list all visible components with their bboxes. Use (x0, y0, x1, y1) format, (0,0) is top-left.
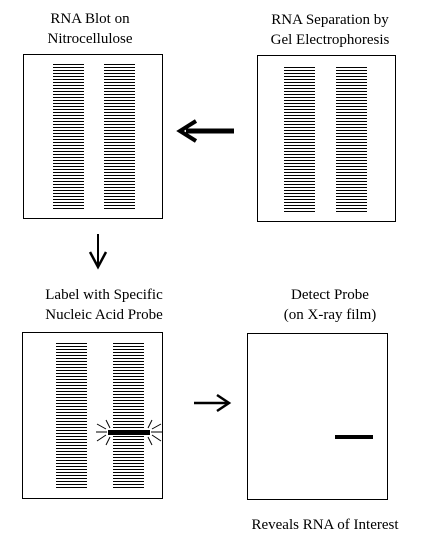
label-reveals-rna: Reveals RNA of Interest (225, 515, 425, 535)
label-detect-probe: Detect Probe (on X-ray film) (255, 285, 405, 325)
label-rna-separation-line2: Gel Electrophoresis (270, 32, 390, 48)
label-rna-blot-line1: RNA Blot on (50, 11, 130, 27)
label-specific-probe-line2: Nucleic Acid Probe (45, 307, 163, 323)
panel-xray-film (247, 333, 388, 500)
probe-glow-icon (96, 419, 162, 446)
label-detect-probe-line2: (on X-ray film) (283, 307, 377, 323)
probe-lane-1 (56, 343, 87, 489)
gel-lane-2 (336, 67, 367, 212)
label-rna-separation-line1: RNA Separation by (271, 12, 389, 28)
blot-lane-1 (53, 64, 84, 210)
probe-lane-2 (113, 343, 144, 489)
detected-band (335, 435, 373, 439)
label-rna-separation: RNA Separation by Gel Electrophoresis (245, 10, 415, 50)
label-specific-probe: Label with Specific Nucleic Acid Probe (18, 285, 190, 325)
panel-rna-blot (23, 54, 163, 219)
blot-lane-2 (104, 64, 135, 210)
arrow-left-icon (176, 119, 234, 143)
label-detect-probe-line1: Detect Probe (291, 287, 369, 303)
panel-probe-labeling (22, 332, 163, 499)
arrow-right-icon (194, 393, 232, 413)
panel-gel-separation (257, 55, 396, 222)
label-rna-blot: RNA Blot on Nitrocellulose (20, 9, 160, 49)
arrow-down-icon (88, 234, 108, 270)
label-rna-blot-line2: Nitrocellulose (47, 31, 133, 47)
gel-lane-1 (284, 67, 315, 212)
label-specific-probe-line1: Label with Specific (45, 287, 163, 303)
label-reveals-rna-line1: Reveals RNA of Interest (251, 517, 399, 533)
